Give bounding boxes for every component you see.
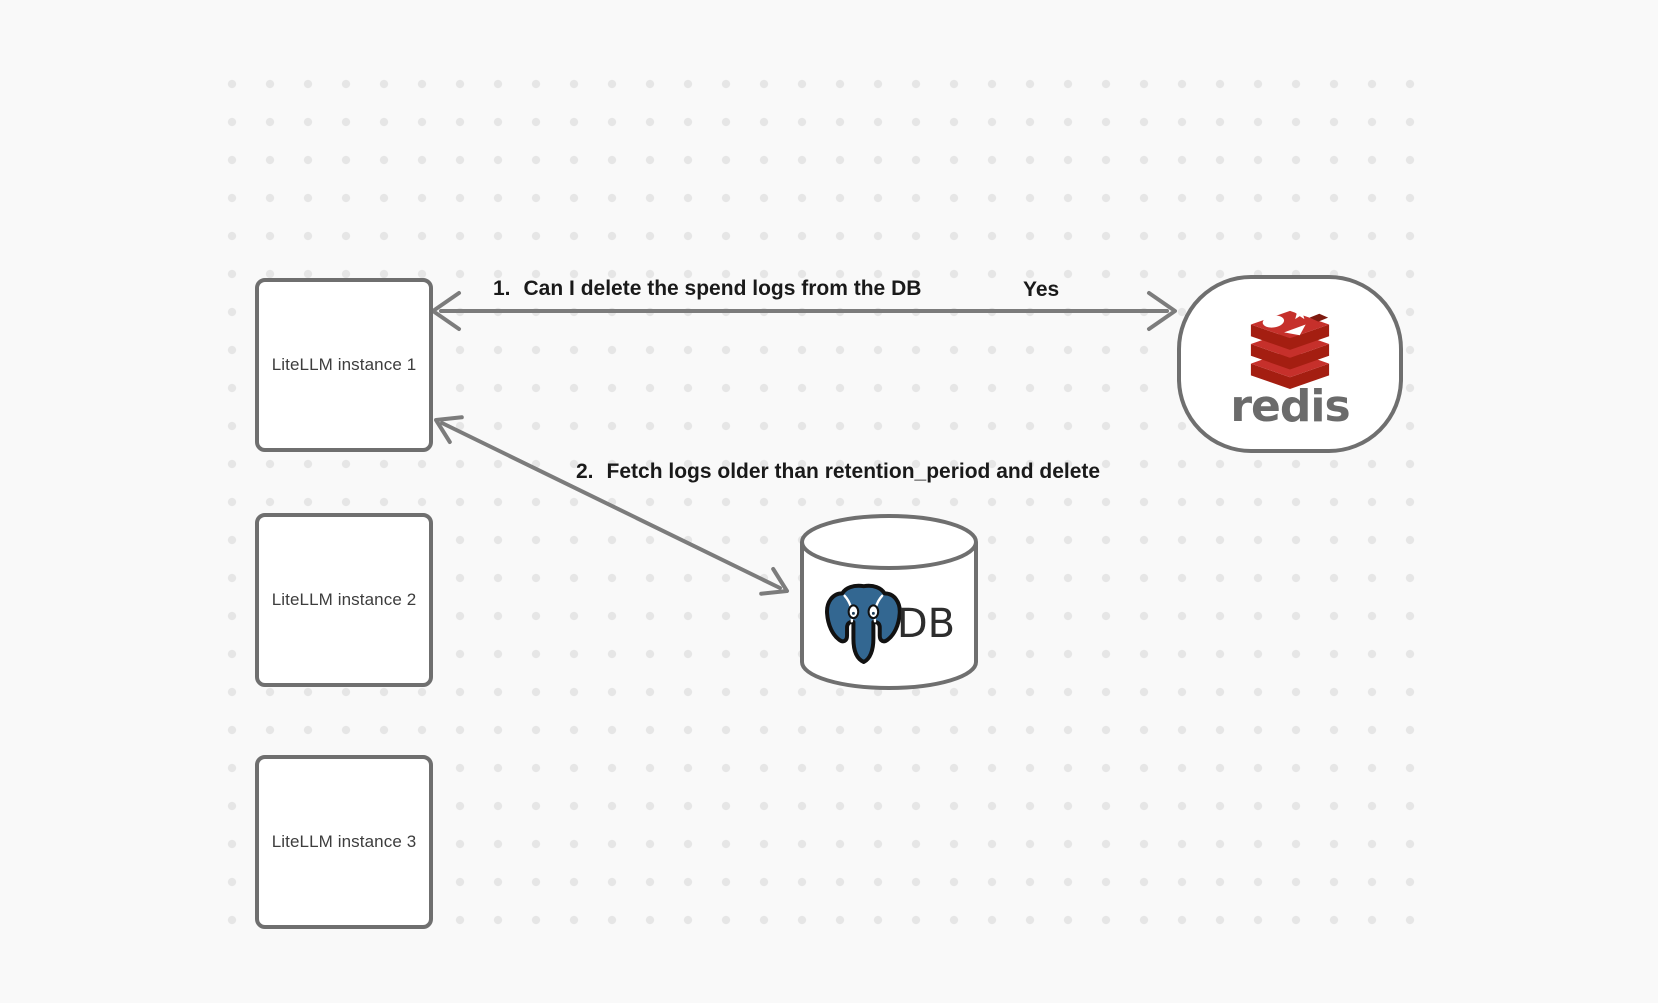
postgresql-elephant-icon (824, 583, 902, 664)
redis-star-shape (1292, 304, 1308, 320)
arrow-litellm-db (434, 415, 789, 596)
edge-1-text: Can I delete the spend logs from the DB (523, 277, 922, 300)
redis-triangle-shape (1284, 324, 1306, 336)
database-cylinder (800, 514, 978, 690)
edge-1-response-label: Yes (1023, 278, 1060, 301)
edge-1-label: 1. Can I delete the spend logs from the D… (493, 276, 921, 302)
database-node: DB (798, 512, 980, 694)
redis-node: redis (1177, 275, 1403, 453)
database-label: DB (896, 601, 956, 647)
litellm-instance-1-label: LiteLLM instance 1 (271, 355, 417, 374)
edge-2-text: Fetch logs older than retention_period a… (606, 460, 1101, 483)
redis-wordmark: redis (1230, 381, 1350, 432)
redis-notch-shape (1309, 313, 1329, 322)
edge-1-step-number: 1. (493, 277, 511, 300)
litellm-instance-3-node: LiteLLM instance 3 (255, 755, 433, 929)
litellm-instance-1-node: LiteLLM instance 1 (255, 278, 433, 452)
edge-2-step-number: 2. (576, 460, 594, 483)
litellm-instance-2-label: LiteLLM instance 2 (271, 590, 417, 609)
litellm-instance-2-node: LiteLLM instance 2 (255, 513, 433, 687)
edge-2-label: 2. Fetch logs older than retention_period… (576, 459, 1100, 485)
redis-logo-icon (1250, 304, 1330, 389)
litellm-instance-3-label: LiteLLM instance 3 (271, 832, 417, 851)
